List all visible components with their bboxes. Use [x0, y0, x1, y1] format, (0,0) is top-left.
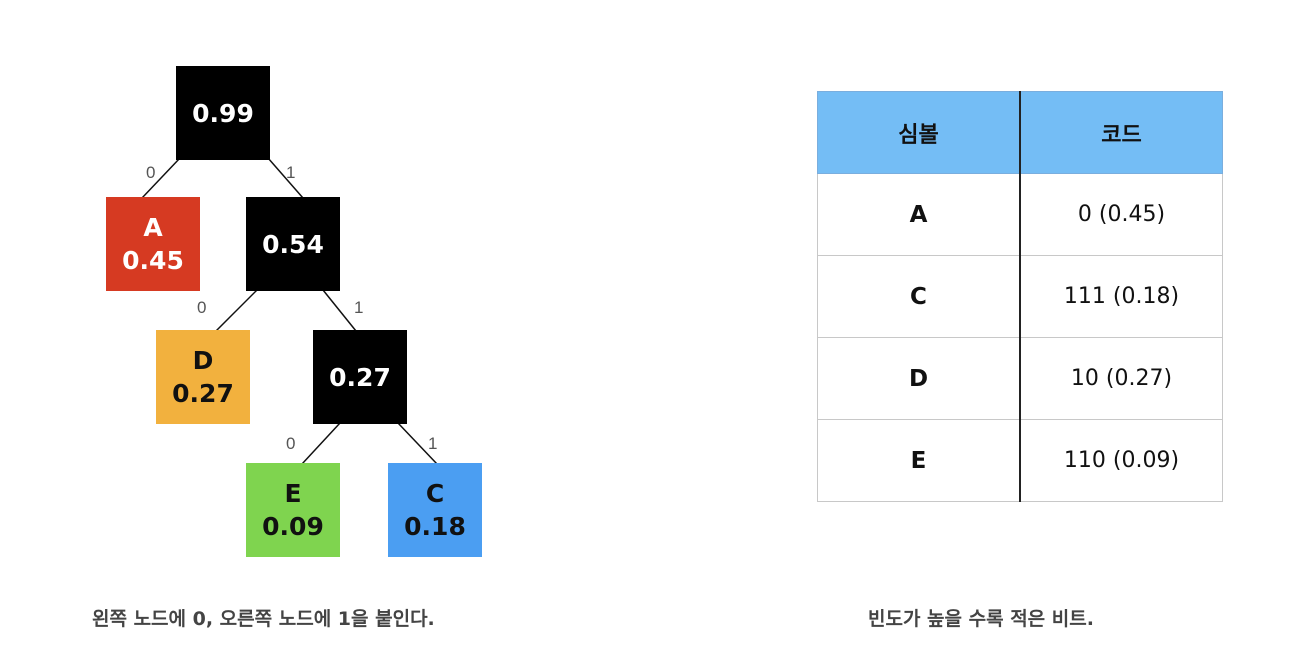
- edge-027-e: [301, 422, 341, 465]
- tree-leaf-d: D 0.27: [156, 330, 250, 424]
- cell-code: 111 (0.18): [1019, 255, 1223, 338]
- code-table: 심볼 코드 A 0 (0.45) C 111 (0.18) D 10 (0.27…: [817, 91, 1223, 502]
- node-value: 0.27: [329, 362, 391, 392]
- header-symbol: 심볼: [817, 91, 1021, 174]
- edge-label-054-left: 0: [197, 298, 207, 317]
- cell-symbol: E: [817, 419, 1021, 502]
- table-row: A 0 (0.45): [817, 173, 1223, 256]
- edge-label-root-left: 0: [146, 163, 156, 182]
- cell-code: 10 (0.27): [1019, 337, 1223, 420]
- tree-node-027: 0.27: [313, 330, 407, 424]
- cell-code: 110 (0.09): [1019, 419, 1223, 502]
- cell-symbol: A: [817, 173, 1021, 256]
- leaf-symbol: A: [143, 213, 163, 242]
- leaf-value: 0.45: [122, 246, 184, 275]
- cell-symbol: C: [817, 255, 1021, 338]
- caption-right: 빈도가 높을 수록 적은 비트.: [868, 608, 1094, 630]
- edge-label-027-right: 1: [428, 434, 438, 453]
- tree-leaf-c: C 0.18: [388, 463, 482, 557]
- leaf-symbol: E: [284, 479, 302, 508]
- leaf-symbol: C: [425, 479, 445, 508]
- cell-symbol: D: [817, 337, 1021, 420]
- table-row: C 111 (0.18): [817, 255, 1223, 338]
- tree-node-root: 0.99: [176, 66, 270, 160]
- edge-054-027: [322, 289, 357, 332]
- edge-label-054-right: 1: [354, 298, 364, 317]
- table-header-row: 심볼 코드: [817, 91, 1223, 174]
- header-code: 코드: [1019, 91, 1223, 174]
- leaf-value: 0.27: [172, 379, 234, 408]
- edge-root-054: [267, 157, 304, 199]
- edge-label-root-right: 1: [286, 163, 296, 182]
- tree-node-054: 0.54: [246, 197, 340, 291]
- table-row: E 110 (0.09): [817, 419, 1223, 502]
- edge-054-d: [215, 289, 258, 332]
- tree-leaf-a: A 0.45: [106, 197, 200, 291]
- cell-code: 0 (0.45): [1019, 173, 1223, 256]
- leaf-value: 0.18: [404, 512, 466, 541]
- edge-label-027-left: 0: [286, 434, 296, 453]
- leaf-value: 0.09: [262, 512, 324, 541]
- caption-left: 왼쪽 노드에 0, 오른쪽 노드에 1을 붙인다.: [92, 608, 435, 630]
- tree-leaf-e: E 0.09: [246, 463, 340, 557]
- node-value: 0.99: [192, 98, 254, 128]
- leaf-symbol: D: [192, 346, 214, 375]
- edge-root-a: [141, 157, 181, 199]
- table-row: D 10 (0.27): [817, 337, 1223, 420]
- node-value: 0.54: [262, 229, 324, 259]
- edge-027-c: [397, 422, 438, 465]
